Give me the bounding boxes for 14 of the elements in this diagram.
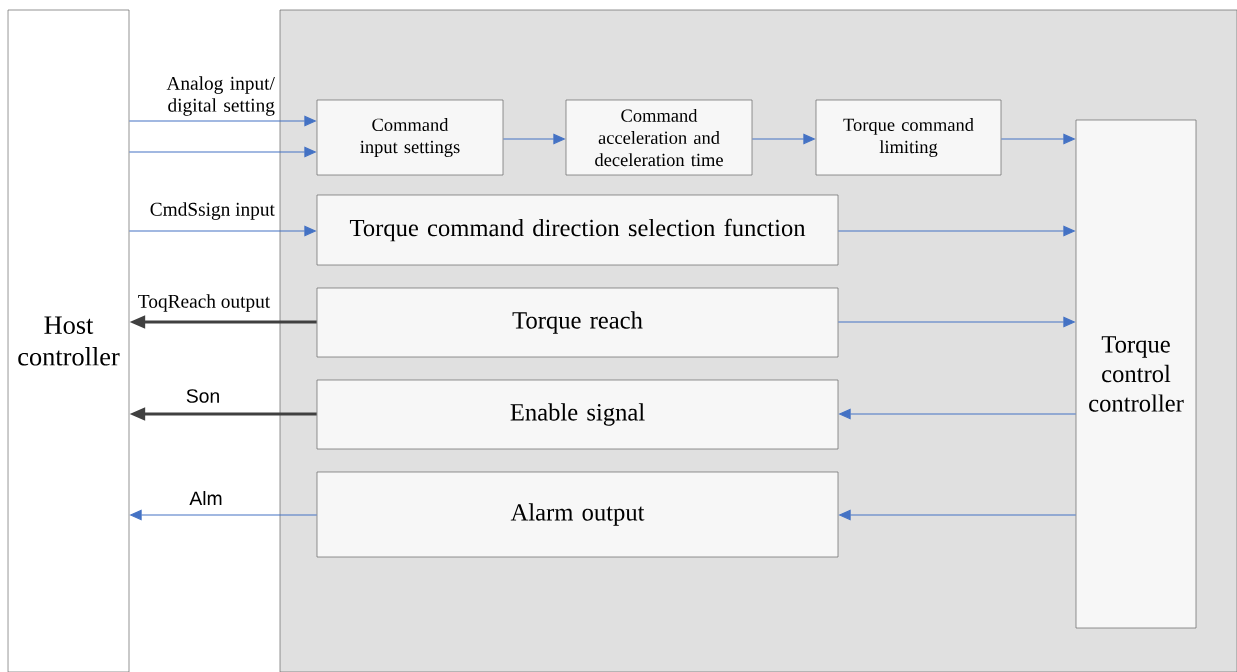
process-box: Alarm output [316,471,839,558]
process-box: Command acceleration and deceleration time [565,99,753,176]
controller-box: Torque control controller [1075,119,1197,629]
host-controller-box: Host controller [7,9,130,672]
process-box: Enable signal [316,379,839,450]
edge-label: CmdSsign input [150,202,275,220]
edge-label: Son [186,389,219,403]
process-box: Torque command limiting [815,99,1002,176]
process-box: Torque reach [316,287,839,358]
edge-label: ToqReach output [138,294,271,312]
edge-label: Analog input/ digital setting [166,76,275,116]
process-box: Torque command direction selection function [316,194,839,266]
edge-label: Alm [189,491,222,505]
process-box: Command input settings [316,99,504,176]
